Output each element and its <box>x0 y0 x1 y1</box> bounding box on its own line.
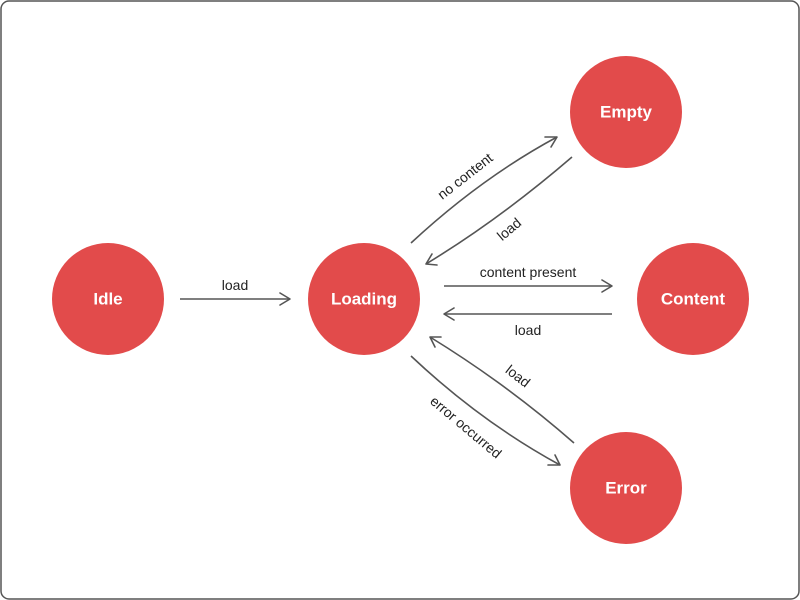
arrowhead-empty-to-loading <box>425 253 438 266</box>
edges-layer <box>180 136 613 466</box>
node-empty: Empty <box>570 56 682 168</box>
arrowhead-loading-to-empty <box>544 136 558 148</box>
node-idle-label: Idle <box>93 290 122 309</box>
node-loading-circle <box>308 243 420 355</box>
edge-label-idle-to-loading: load <box>222 277 248 293</box>
edge-label-loading-to-content: content present <box>480 264 577 280</box>
node-loading: Loading <box>308 243 420 355</box>
arrowhead-loading-to-content <box>601 279 613 293</box>
edge-empty-to-loading <box>425 156 573 265</box>
node-error-label: Error <box>605 479 647 498</box>
arrowhead-content-to-loading <box>443 307 455 321</box>
nodes-layer: Idle Loading Empty Content Error <box>52 56 749 544</box>
arrowhead-loading-to-error <box>547 454 561 466</box>
edge-loading-to-error <box>410 355 561 466</box>
edge-error-to-loading <box>429 336 575 444</box>
node-error-circle <box>570 432 682 544</box>
node-loading-label: Loading <box>331 290 397 309</box>
arrowhead-error-to-loading <box>429 336 442 348</box>
node-empty-circle <box>570 56 682 168</box>
node-content-circle <box>637 243 749 355</box>
node-empty-label: Empty <box>600 103 653 122</box>
arrowhead-idle-to-loading <box>279 292 291 306</box>
node-idle: Idle <box>52 243 164 355</box>
edge-label-content-to-loading: load <box>515 322 541 338</box>
node-content-label: Content <box>661 290 726 309</box>
node-content: Content <box>637 243 749 355</box>
node-idle-circle <box>52 243 164 355</box>
edge-loading-to-empty <box>410 136 558 244</box>
node-error: Error <box>570 432 682 544</box>
